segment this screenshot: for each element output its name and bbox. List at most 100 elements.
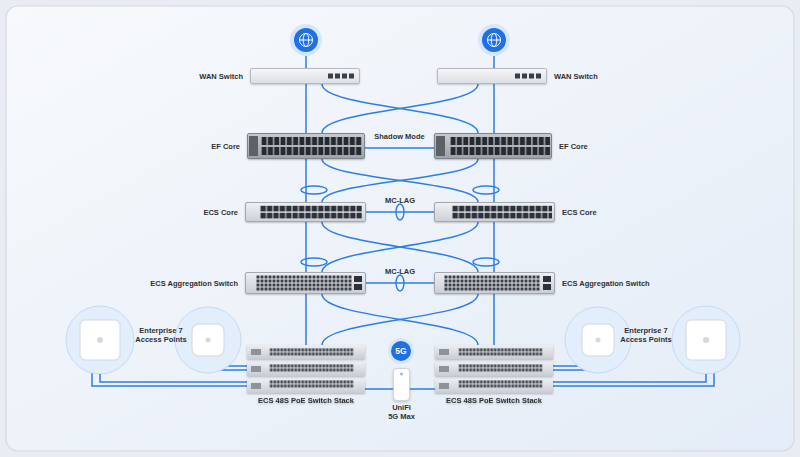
port — [354, 284, 362, 290]
link-line — [305, 159, 307, 202]
link-line — [365, 388, 393, 390]
core-switch: ECS Core — [245, 202, 366, 222]
port-grid — [459, 364, 543, 372]
device-label: ECS Aggregation Switch — [150, 279, 238, 288]
lag-loop — [301, 186, 327, 194]
link-line — [366, 211, 434, 213]
port — [515, 74, 520, 79]
port-grid — [459, 380, 543, 388]
status-led — [400, 373, 403, 376]
switch-stack: ECS 48S PoE Switch Stack — [435, 345, 553, 393]
port — [529, 74, 534, 79]
ap-logo — [703, 337, 709, 343]
globe-icon — [482, 28, 506, 52]
link-line — [322, 294, 478, 345]
ap-halo — [672, 306, 740, 374]
link-line — [553, 374, 706, 382]
device-label: ECS Aggregation Switch — [562, 279, 650, 288]
status-display — [439, 366, 449, 372]
port-grid — [270, 380, 354, 388]
link-line — [322, 222, 478, 272]
uplink-wire — [305, 56, 307, 68]
core-switch: EF Core — [434, 133, 552, 159]
port-grid — [450, 136, 550, 156]
status-display — [251, 349, 261, 355]
device-label: ECS Core — [562, 208, 597, 217]
globe-line — [300, 34, 313, 47]
access-point-group: Enterprise 7 Access Points — [65, 306, 245, 374]
lag-loop — [473, 186, 499, 194]
link-line — [322, 294, 478, 345]
device-label: EF Core — [559, 142, 588, 151]
device-label: ECS Core — [203, 208, 238, 217]
link-line — [365, 147, 434, 149]
port — [354, 276, 362, 282]
globe-halo — [478, 24, 510, 56]
port-grid — [452, 205, 552, 219]
access-point — [80, 320, 120, 360]
console-panel — [249, 136, 258, 156]
port — [543, 276, 551, 282]
device-label: UniFi 5G Max — [388, 403, 416, 421]
device-label: ECS 48S PoE Switch Stack — [446, 396, 542, 405]
link-line — [366, 282, 434, 284]
port-grid — [270, 348, 354, 356]
port-grid — [260, 205, 362, 219]
port-grid — [459, 348, 543, 356]
link-line — [305, 84, 307, 133]
lag-loop — [473, 258, 499, 266]
link-line — [322, 84, 478, 133]
status-display — [439, 383, 449, 389]
device-label: 5G — [391, 341, 411, 361]
aggregation-switch: ECS Aggregation Switch — [434, 272, 555, 294]
ap-logo — [206, 338, 211, 343]
port — [522, 74, 527, 79]
device-label: WAN Switch — [554, 72, 598, 81]
access-point — [582, 324, 614, 356]
link-label: MC-LAG — [385, 196, 415, 205]
console-panel — [436, 136, 445, 156]
port — [543, 284, 551, 290]
access-point — [192, 324, 224, 356]
globe-line — [488, 34, 501, 47]
device-label: ECS 48S PoE Switch Stack — [258, 396, 354, 405]
globe-line — [300, 40, 313, 41]
ap-logo — [97, 337, 103, 343]
device-label: EF Core — [211, 142, 240, 151]
port — [342, 74, 347, 79]
port-grid — [270, 364, 354, 372]
link-line — [322, 222, 478, 272]
port-grid — [444, 275, 540, 291]
port — [328, 74, 333, 79]
lag-loop — [396, 204, 404, 220]
port — [536, 74, 541, 79]
link-label: Shadow Mode — [374, 132, 424, 141]
link-label: MC-LAG — [385, 267, 415, 276]
wan-switch: WAN Switch — [250, 68, 360, 84]
link-line — [493, 294, 495, 345]
link-line — [305, 222, 307, 272]
globe-line — [488, 40, 501, 41]
link-line — [322, 159, 478, 202]
port — [349, 74, 354, 79]
globe-icon — [294, 28, 318, 52]
uplink-wire — [493, 56, 495, 68]
link-line — [410, 388, 435, 390]
link-line — [322, 159, 478, 202]
lag-loop — [301, 258, 327, 266]
link-line — [322, 84, 478, 133]
panel — [6, 6, 794, 451]
access-point — [686, 320, 726, 360]
badge-circle: 5G — [391, 341, 411, 361]
link-line — [493, 222, 495, 272]
switch-stack: ECS 48S PoE Switch Stack — [247, 345, 365, 393]
aggregation-switch: ECS Aggregation Switch — [245, 272, 366, 294]
device-label: Enterprise 7 Access Points — [131, 326, 191, 344]
ap-halo — [66, 306, 134, 374]
ap-logo — [596, 338, 601, 343]
core-switch: EF Core — [247, 133, 365, 159]
port-grid — [261, 136, 362, 156]
status-display — [439, 349, 449, 355]
device-label: WAN Switch — [199, 72, 243, 81]
